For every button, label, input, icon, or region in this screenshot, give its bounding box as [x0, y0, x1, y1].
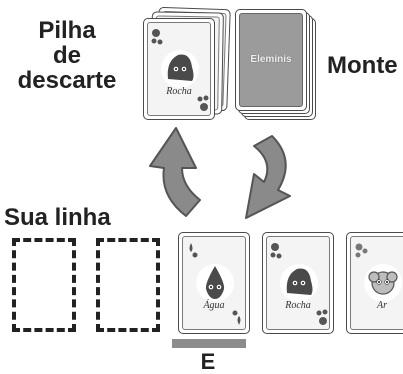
row-card-water[interactable]: Água	[178, 232, 250, 334]
card-name: Rocha	[166, 86, 192, 97]
water-creature-icon	[205, 266, 225, 299]
deck-top-card[interactable]: Eleminis	[235, 9, 307, 111]
empty-row-slot[interactable]	[12, 238, 76, 332]
discard-top-card[interactable]: Rocha	[143, 18, 215, 120]
slot-letter-label: E	[200, 349, 216, 374]
rock-creature-icon	[286, 268, 313, 295]
your-row-label: Sua linha	[4, 204, 111, 231]
empty-row-slot[interactable]	[96, 238, 160, 332]
discard-pile-label: Pilha de descarte	[2, 18, 132, 94]
card-name: Água	[203, 300, 225, 311]
discard-label-line-3: descarte	[17, 67, 117, 95]
air-creature-icon	[368, 271, 398, 295]
deck-to-row-arrow	[245, 135, 291, 219]
row-to-discard-arrow	[149, 127, 201, 217]
deck-label: Monte	[327, 52, 398, 79]
discard-label-line-1: Pilha	[38, 17, 96, 44]
discard-label-line-2: de	[52, 42, 81, 70]
rock-creature-icon	[167, 54, 194, 81]
row-card-air[interactable]: Ar	[346, 232, 403, 334]
row-card-rock[interactable]: Rocha	[262, 232, 334, 334]
active-slot-indicator	[172, 339, 246, 348]
card-name: Rocha	[285, 300, 311, 311]
card-name: Ar	[377, 300, 387, 311]
deck-logo-text: Eleminis	[250, 54, 292, 65]
